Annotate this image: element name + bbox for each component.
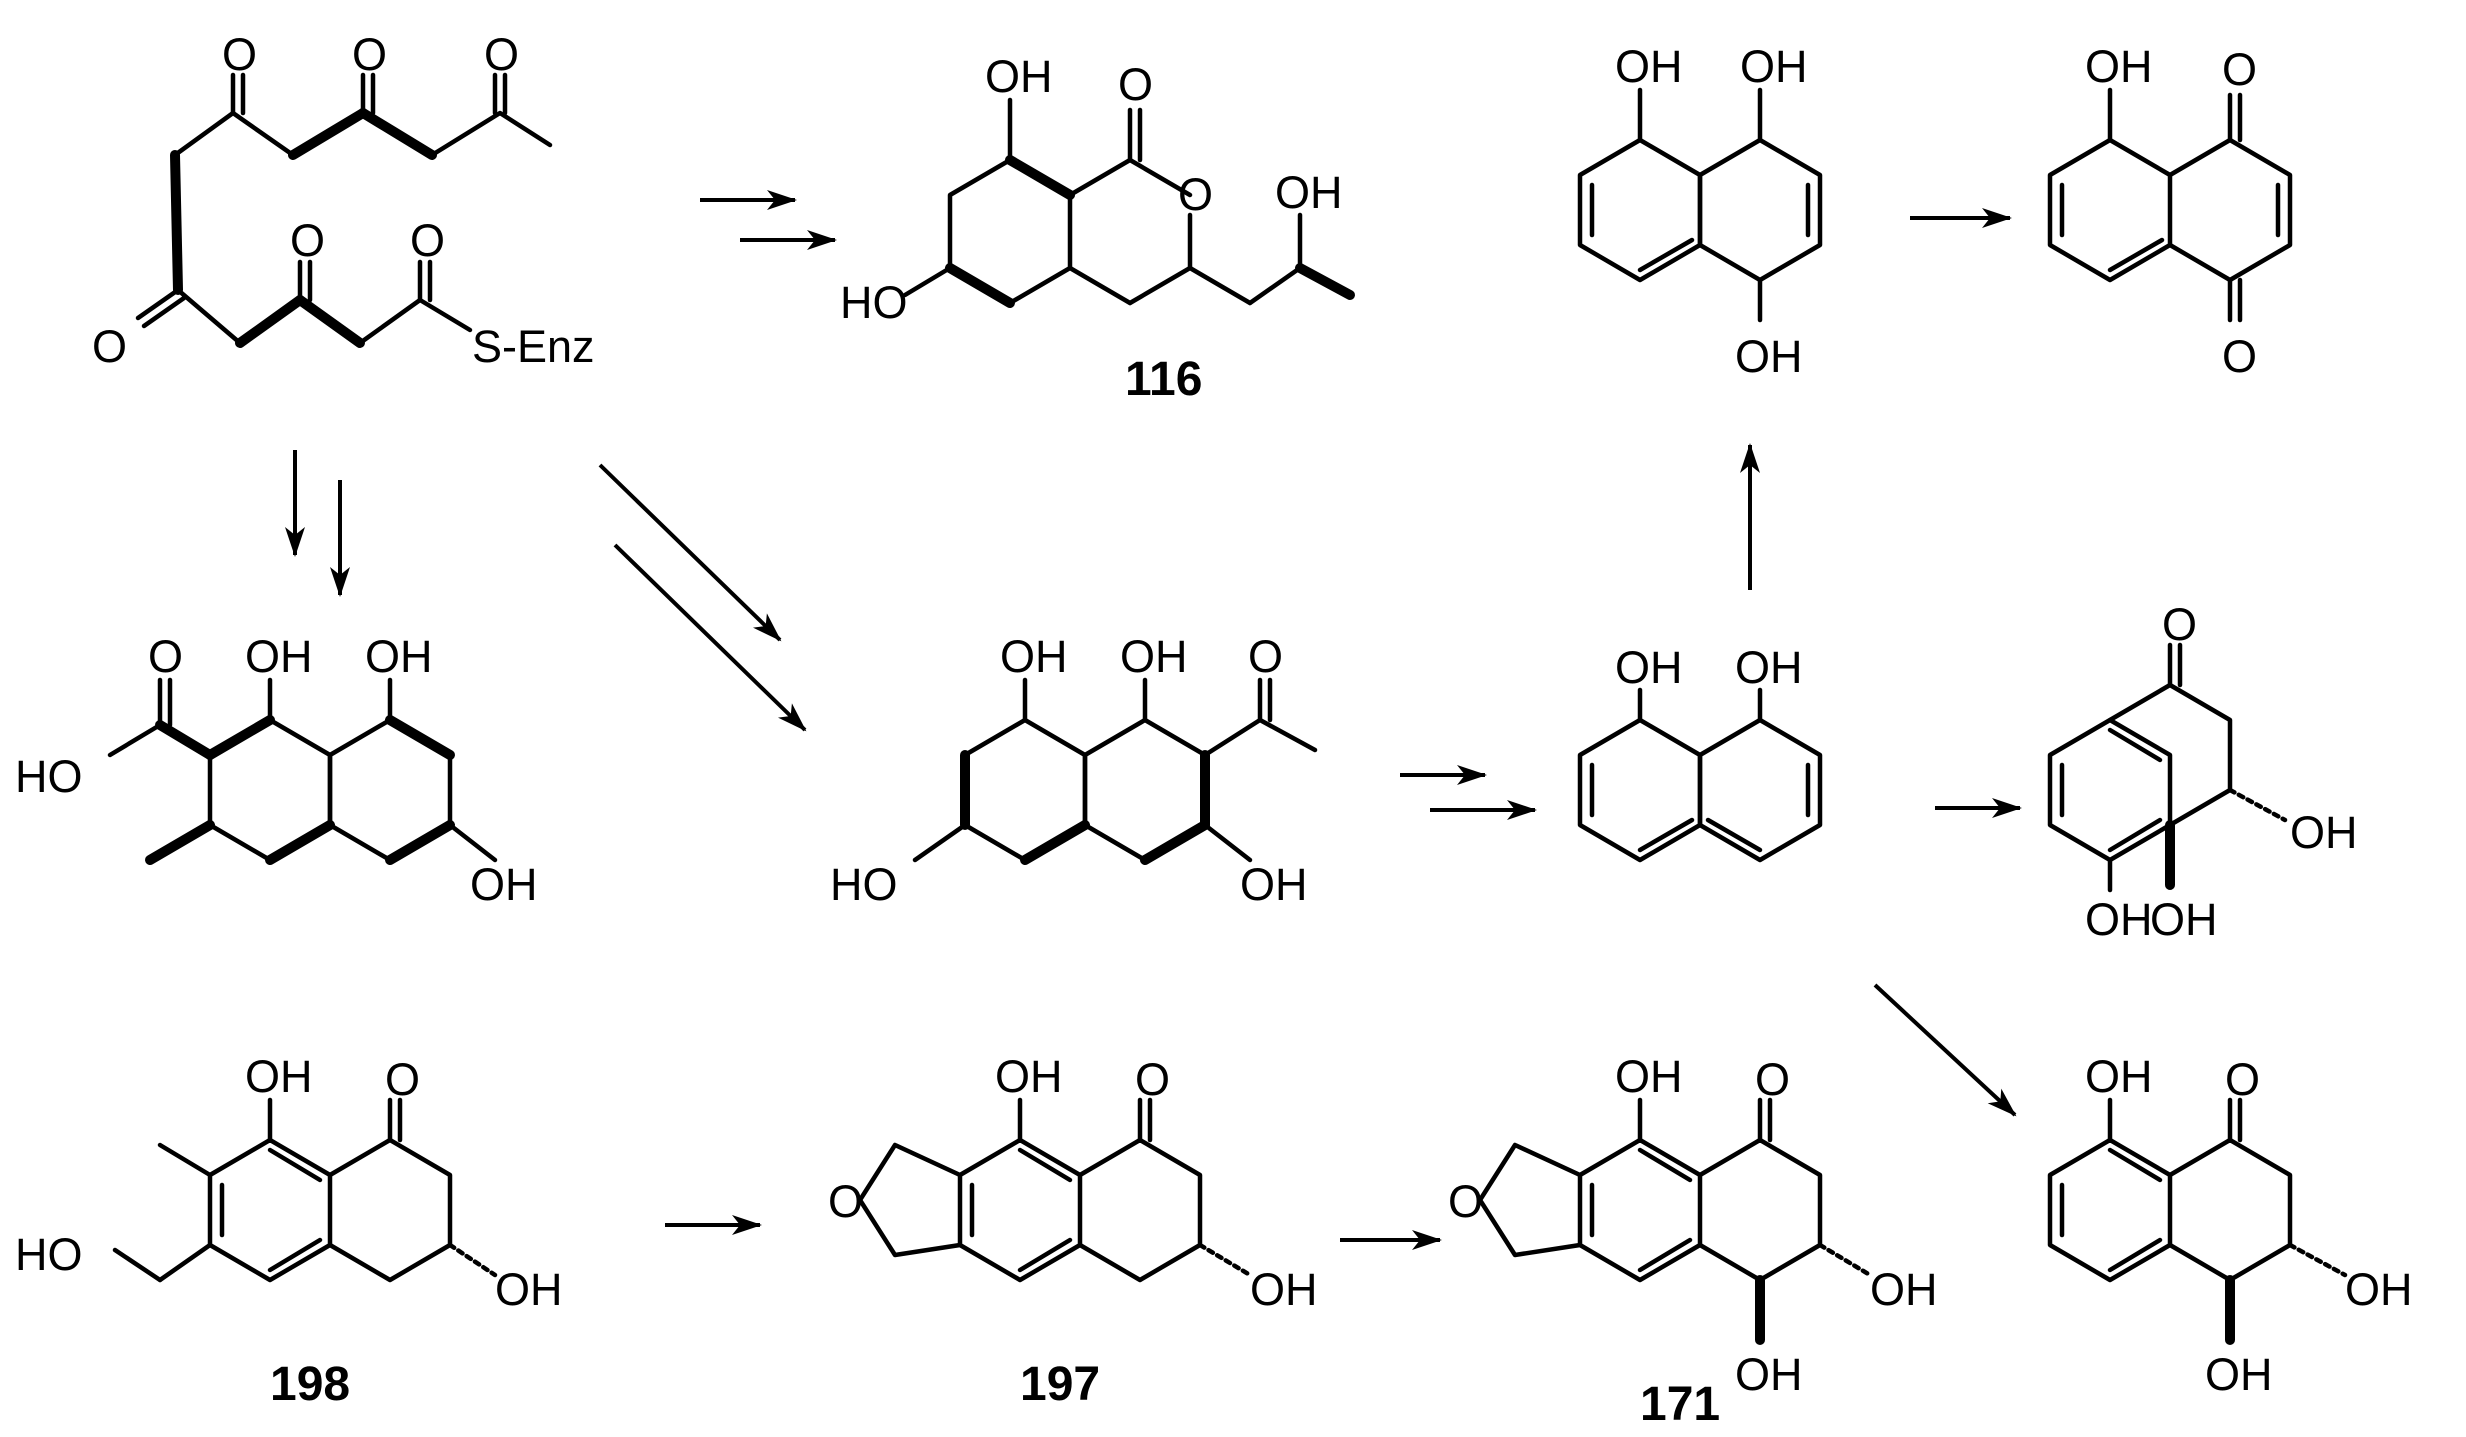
reaction-arrows xyxy=(285,190,2022,1250)
c116-oh-top: OH xyxy=(985,51,1053,102)
triol-oh-1: OH xyxy=(1615,41,1683,92)
acid-oh-1: OH xyxy=(245,631,313,682)
polyketide-precursor: O O O O O O S-Enz xyxy=(92,29,595,372)
acid-ho: HO xyxy=(15,751,83,802)
c198-oh: OH xyxy=(245,1051,313,1102)
acid-oh-3: OH xyxy=(470,859,538,910)
compound-171: OH O O OH OH 171 xyxy=(1448,1051,1938,1431)
compound-198: OH O HO OH 198 xyxy=(15,1051,563,1411)
c198-ho: HO xyxy=(15,1229,83,1280)
c197-oh-2: OH xyxy=(1250,1264,1318,1315)
polyketide-o-5: O xyxy=(290,215,325,266)
c171-ring-o: O xyxy=(1448,1176,1483,1227)
polyketide-o-6: O xyxy=(410,215,445,266)
c198-oh-2: OH xyxy=(495,1264,563,1315)
acetyl-carbonyl-o: O xyxy=(1248,631,1283,682)
tetralone-a-oh-b1: OH xyxy=(2085,894,2153,945)
c171-oh-3: OH xyxy=(1735,1349,1803,1400)
arrow-to-acetyl-b xyxy=(613,543,807,732)
quinone-o-2: O xyxy=(2222,331,2257,382)
c171-o: O xyxy=(1755,1054,1790,1105)
arrow-to-acetyl-a xyxy=(598,463,782,642)
c198-o: O xyxy=(385,1054,420,1105)
c116-side-oh: OH xyxy=(1275,167,1343,218)
quinone-o-1: O xyxy=(2222,44,2257,95)
compound-id-171: 171 xyxy=(1640,1378,1720,1431)
polyketide-o-3: O xyxy=(484,29,519,80)
polyketide-o-1: O xyxy=(222,29,257,80)
tetralone-b-oh-3: OH xyxy=(2205,1349,2273,1400)
arrow-to-tetralone-b xyxy=(1873,983,2017,1117)
compound-id-116: 116 xyxy=(1125,353,1202,406)
triol-oh-3: OH xyxy=(1735,331,1803,382)
tetralone-diol-b: OH O OH OH xyxy=(2047,1051,2413,1400)
dihydroxynaphthalene: OH OH xyxy=(1577,642,1823,863)
tetralone-diol-a: O OH OH OH xyxy=(2047,599,2358,945)
polyketide-enzyme-thioester: S-Enz xyxy=(472,321,595,372)
compound-id-197: 197 xyxy=(1020,1358,1100,1411)
tetralone-a-oh-r: OH xyxy=(2290,807,2358,858)
acetyl-oh-3: OH xyxy=(1240,859,1308,910)
c197-ring-o: O xyxy=(828,1176,863,1227)
tetralone-b-o: O xyxy=(2225,1054,2260,1105)
compound-116: OH O O OH HO 116 xyxy=(840,51,1355,406)
compound-id-198: 198 xyxy=(270,1358,350,1411)
acetyl-ho: HO xyxy=(830,859,898,910)
dhn-oh-1: OH xyxy=(1615,642,1683,693)
tetralone-b-oh: OH xyxy=(2085,1051,2153,1102)
quinone-oh: OH xyxy=(2085,41,2153,92)
naphthalenetriol: OH OH OH xyxy=(1577,41,1823,382)
c197-oh: OH xyxy=(995,1051,1063,1102)
c116-ring-o: O xyxy=(1178,169,1213,220)
tetralone-a-o: O xyxy=(2162,599,2197,650)
acid-oh-2: OH xyxy=(365,631,433,682)
acetylnaphthalenetriol: OH OH O HO OH xyxy=(830,631,1318,910)
triol-oh-2: OH xyxy=(1740,41,1808,92)
naphthoquinone: OH O O xyxy=(2047,41,2293,382)
acetyl-oh-2: OH xyxy=(1120,631,1188,682)
polyketide-bold-bond xyxy=(170,150,183,295)
c171-oh: OH xyxy=(1615,1051,1683,1102)
c171-oh-2: OH xyxy=(1870,1264,1938,1315)
acetyl-oh-1: OH xyxy=(1000,631,1068,682)
c116-carbonyl-o: O xyxy=(1118,59,1153,110)
naphthoic-acid: OH OH O HO OH xyxy=(15,631,538,910)
compound-197: OH O O OH 197 xyxy=(828,1051,1318,1411)
polyketide-o-4: O xyxy=(92,321,127,372)
tetralone-a-oh-b2: OH xyxy=(2150,894,2218,945)
polyketide-o-2: O xyxy=(352,29,387,80)
dhn-oh-2: OH xyxy=(1735,642,1803,693)
c116-ho: HO xyxy=(840,277,908,328)
c197-o: O xyxy=(1135,1054,1170,1105)
tetralone-b-oh-2: OH xyxy=(2345,1264,2413,1315)
acid-carbonyl-o: O xyxy=(148,631,183,682)
